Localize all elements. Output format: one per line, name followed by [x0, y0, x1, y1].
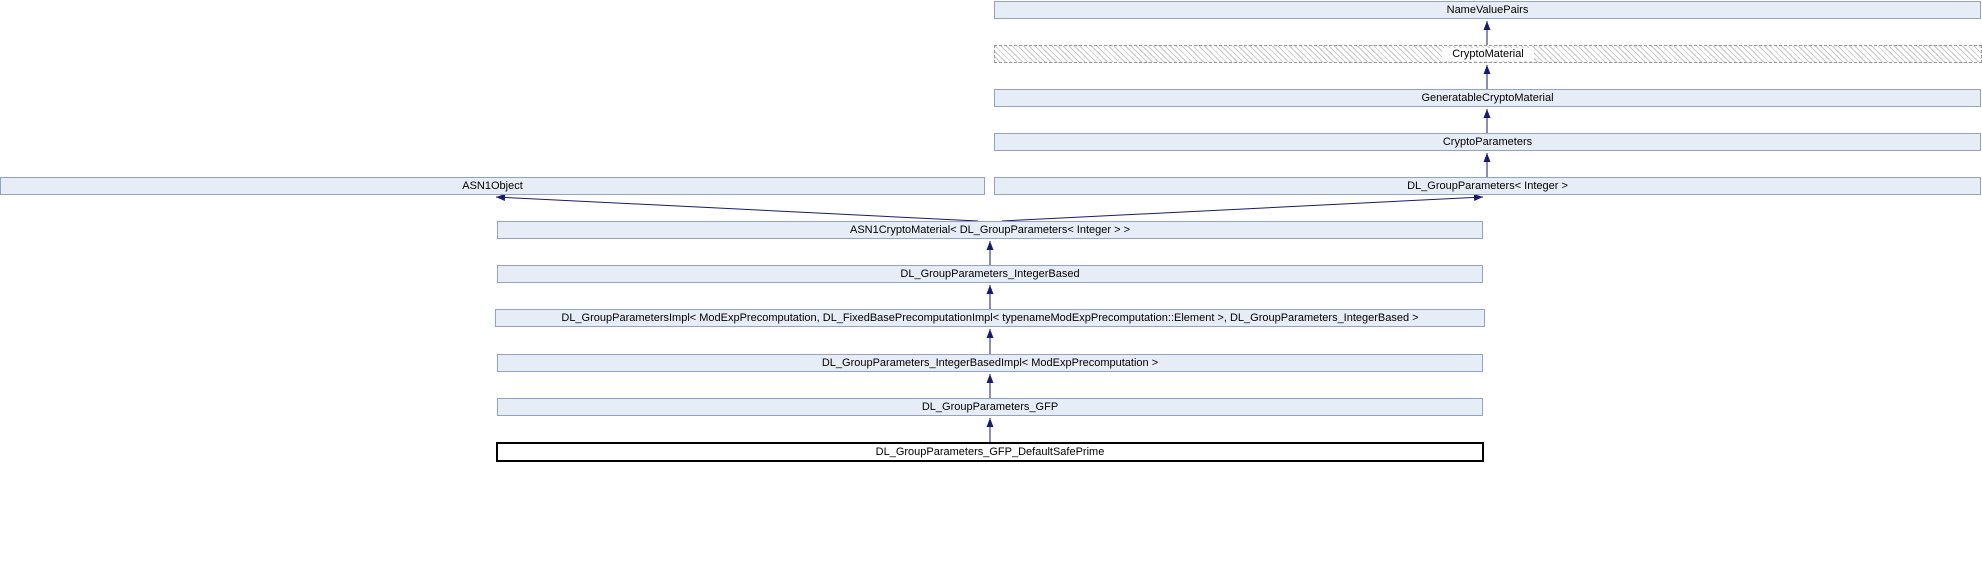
class-node-asn1cryptomaterial[interactable]: ASN1CryptoMaterial< DL_GroupParameters< …	[497, 221, 1483, 239]
class-label: ASN1Object	[462, 179, 523, 192]
class-label: ASN1CryptoMaterial< DL_GroupParameters< …	[849, 223, 1131, 236]
class-label: DL_GroupParameters_IntegerBased	[900, 267, 1080, 280]
class-node-dlgroupparameters-integerbased[interactable]: DL_GroupParameters_IntegerBased	[497, 265, 1483, 283]
class-node-dlgroupparameters-integer[interactable]: DL_GroupParameters< Integer >	[994, 177, 1981, 195]
class-label: DL_GroupParameters_IntegerBasedImpl< Mod…	[821, 356, 1159, 369]
class-label: DL_GroupParameters< Integer >	[1407, 179, 1568, 192]
class-label: CryptoParameters	[1442, 135, 1533, 148]
class-label: DL_GroupParameters_GFP	[921, 400, 1059, 413]
class-node-cryptoparameters[interactable]: CryptoParameters	[994, 133, 1981, 151]
arrow-asn1cryptomaterial-to-asn1object	[495, 193, 979, 222]
class-node-dlgroupparameters-integerbasedimpl[interactable]: DL_GroupParameters_IntegerBasedImpl< Mod…	[497, 354, 1483, 372]
class-node-asn1object[interactable]: ASN1Object	[0, 177, 985, 195]
class-node-cryptomaterial[interactable]: CryptoMaterial	[994, 45, 1982, 63]
class-node-generatablecryptomaterial[interactable]: GeneratableCryptoMaterial	[994, 89, 1981, 107]
class-label: DL_GroupParametersImpl< ModExpPrecomputa…	[561, 311, 1419, 324]
class-label: NameValuePairs	[1446, 3, 1529, 16]
class-label: GeneratableCryptoMaterial	[1421, 91, 1554, 104]
class-label: CryptoMaterial	[1442, 47, 1534, 61]
class-node-dlgroupparametersimpl[interactable]: DL_GroupParametersImpl< ModExpPrecomputa…	[495, 309, 1485, 327]
class-node-dlgroupparameters-gfp-defaultsafeprime: DL_GroupParameters_GFP_DefaultSafePrime	[496, 442, 1484, 462]
class-node-namevaluepairs[interactable]: NameValuePairs	[994, 1, 1981, 19]
class-label: DL_GroupParameters_GFP_DefaultSafePrime	[875, 445, 1105, 458]
arrow-asn1cryptomaterial-to-dlgroupparameters	[1001, 193, 1484, 222]
class-node-dlgroupparameters-gfp[interactable]: DL_GroupParameters_GFP	[497, 398, 1483, 416]
